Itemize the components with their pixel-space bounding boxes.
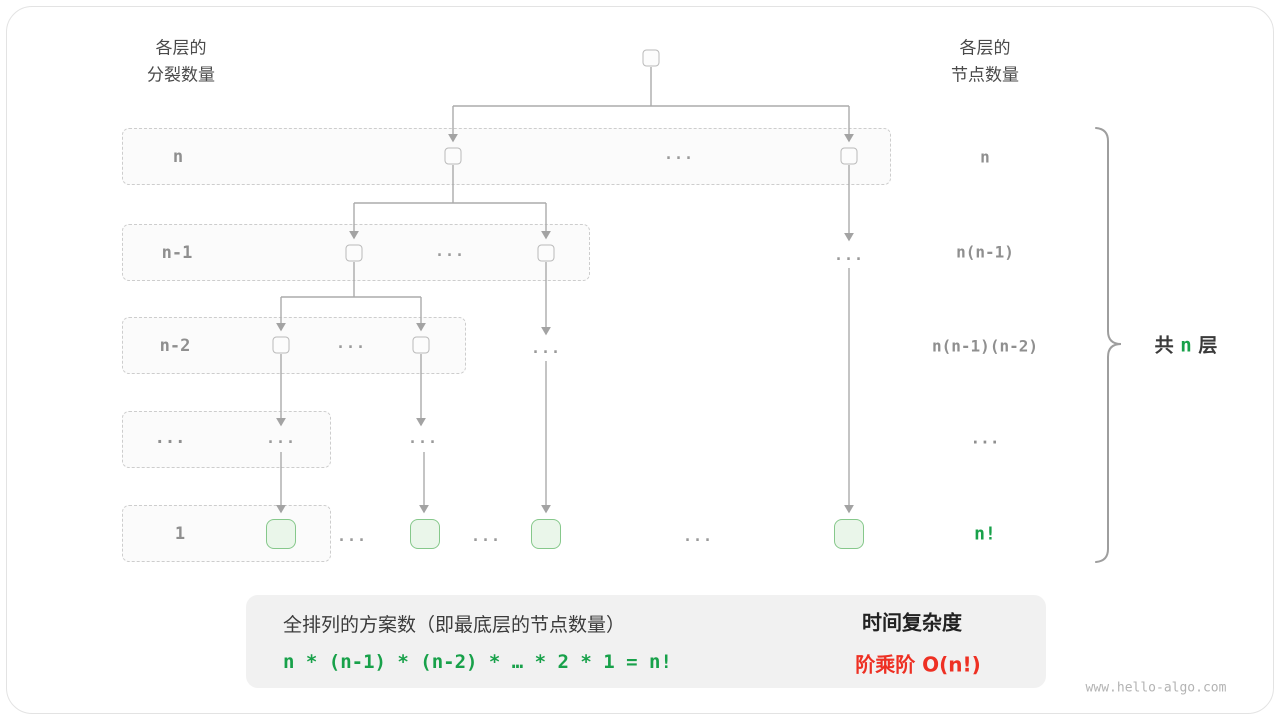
layer5-count-label: n! (974, 523, 996, 545)
brace-label-suffix: 层 (1198, 334, 1218, 357)
leaf-node (266, 519, 296, 549)
layer5-split-label: 1 (174, 524, 186, 544)
summary-formula: n * (n-1) * (n-2) * … * 2 * 1 = n! (283, 651, 672, 673)
summary-line1: 全排列的方案数（即最底层的节点数量） (283, 614, 626, 636)
brace-label-n: n (1180, 334, 1192, 357)
layer2-count-label: n(n-1) (956, 242, 1014, 262)
summary-box (246, 595, 1046, 688)
layer3-split-label: n-2 (159, 336, 191, 356)
brace-label-prefix: 共 (1154, 334, 1174, 357)
layer4-split-label: ... (154, 428, 186, 448)
layer4-count-label: ... (970, 428, 1000, 448)
layer-box-1 (122, 128, 891, 185)
ellipsis: ... (833, 246, 865, 264)
ellipsis: ... (530, 339, 562, 357)
layers-brace-label: 共 n 层 (1155, 331, 1218, 358)
layer-box-3 (122, 317, 466, 374)
left-header-line1: 各层的 (155, 38, 207, 59)
right-header-line1: 各层的 (959, 38, 1011, 59)
leaf-node (834, 519, 864, 549)
ellipsis: ... (682, 527, 714, 545)
ellipsis: ... (663, 145, 695, 163)
layer2-split-label: n-1 (161, 243, 193, 263)
leaf-node (531, 519, 561, 549)
ellipsis: ... (265, 429, 297, 447)
layer1-count-label: n (980, 147, 990, 167)
layer-box-4 (122, 411, 331, 468)
left-header-line2: 分裂数量 (147, 65, 215, 86)
ellipsis: ... (335, 334, 367, 352)
tree-node (537, 244, 555, 262)
tree-node (444, 147, 462, 165)
complexity-title: 时间复杂度 (862, 610, 962, 635)
ellipsis: ... (336, 527, 368, 545)
watermark: www.hello-algo.com (1085, 680, 1227, 696)
ellipsis: ... (434, 242, 466, 260)
leaf-node (410, 519, 440, 549)
tree-root-node (642, 49, 660, 67)
tree-node (345, 244, 363, 262)
right-header-line2: 节点数量 (951, 65, 1019, 86)
complexity-value: 阶乘阶 O(n!) (855, 652, 981, 677)
layer-box-5 (122, 505, 331, 562)
tree-node (272, 336, 290, 354)
layer1-split-label: n (172, 147, 184, 167)
tree-node (840, 147, 858, 165)
layer3-count-label: n(n-1)(n-2) (932, 336, 1038, 356)
tree-node (412, 336, 430, 354)
ellipsis: ... (470, 527, 502, 545)
ellipsis: ... (407, 429, 439, 447)
